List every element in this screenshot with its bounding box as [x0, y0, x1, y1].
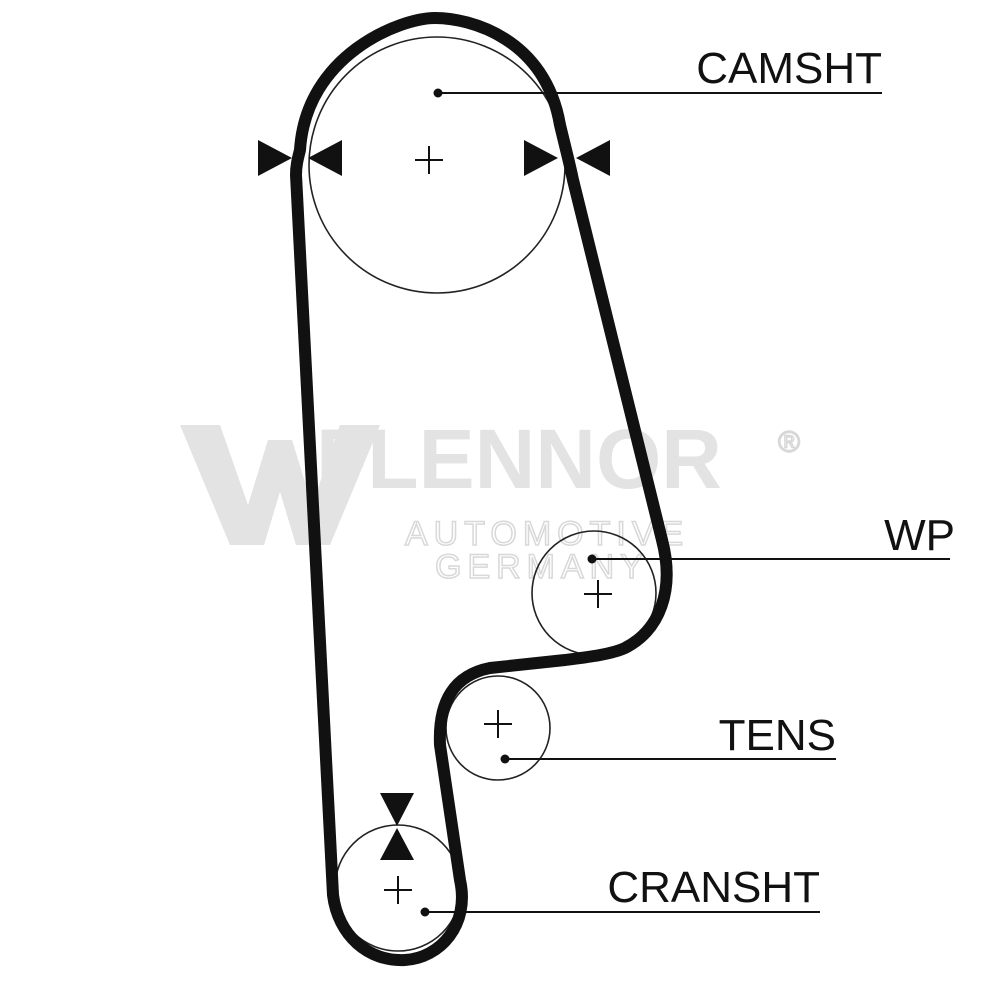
water-pump-leader	[587, 554, 950, 564]
crankshaft-timing-mark	[380, 793, 414, 860]
tensioner-leader	[500, 754, 836, 764]
camshaft-leader	[433, 88, 882, 98]
flennor-logo-mark	[180, 425, 380, 545]
component-labels: CAMSHT WP TENS CRANSHT	[607, 44, 955, 912]
tensioner-center-cross	[484, 710, 512, 738]
watermark-brand: FLENNOR	[316, 412, 722, 506]
timing-marks	[258, 140, 610, 860]
crankshaft-label: CRANSHT	[607, 863, 820, 912]
water-pump-label: WP	[884, 511, 955, 560]
crankshaft-leader	[420, 907, 820, 917]
leader-lines	[420, 88, 950, 917]
camshaft-right-timing-mark	[524, 140, 610, 176]
camshaft-center-cross	[415, 146, 443, 174]
watermark-line-germany: GERMANY	[435, 548, 649, 586]
timing-belt	[290, 12, 673, 967]
camshaft-left-timing-mark	[258, 140, 342, 176]
watermark-registered-mark: ®	[778, 426, 800, 459]
pulley-centers	[384, 146, 612, 904]
tensioner-label: TENS	[719, 711, 836, 760]
crankshaft-center-cross	[384, 876, 412, 904]
watermark-line-automotive: AUTOMOTIVE	[405, 515, 689, 553]
camshaft-label: CAMSHT	[696, 44, 882, 93]
water-pump-center-cross	[584, 580, 612, 608]
